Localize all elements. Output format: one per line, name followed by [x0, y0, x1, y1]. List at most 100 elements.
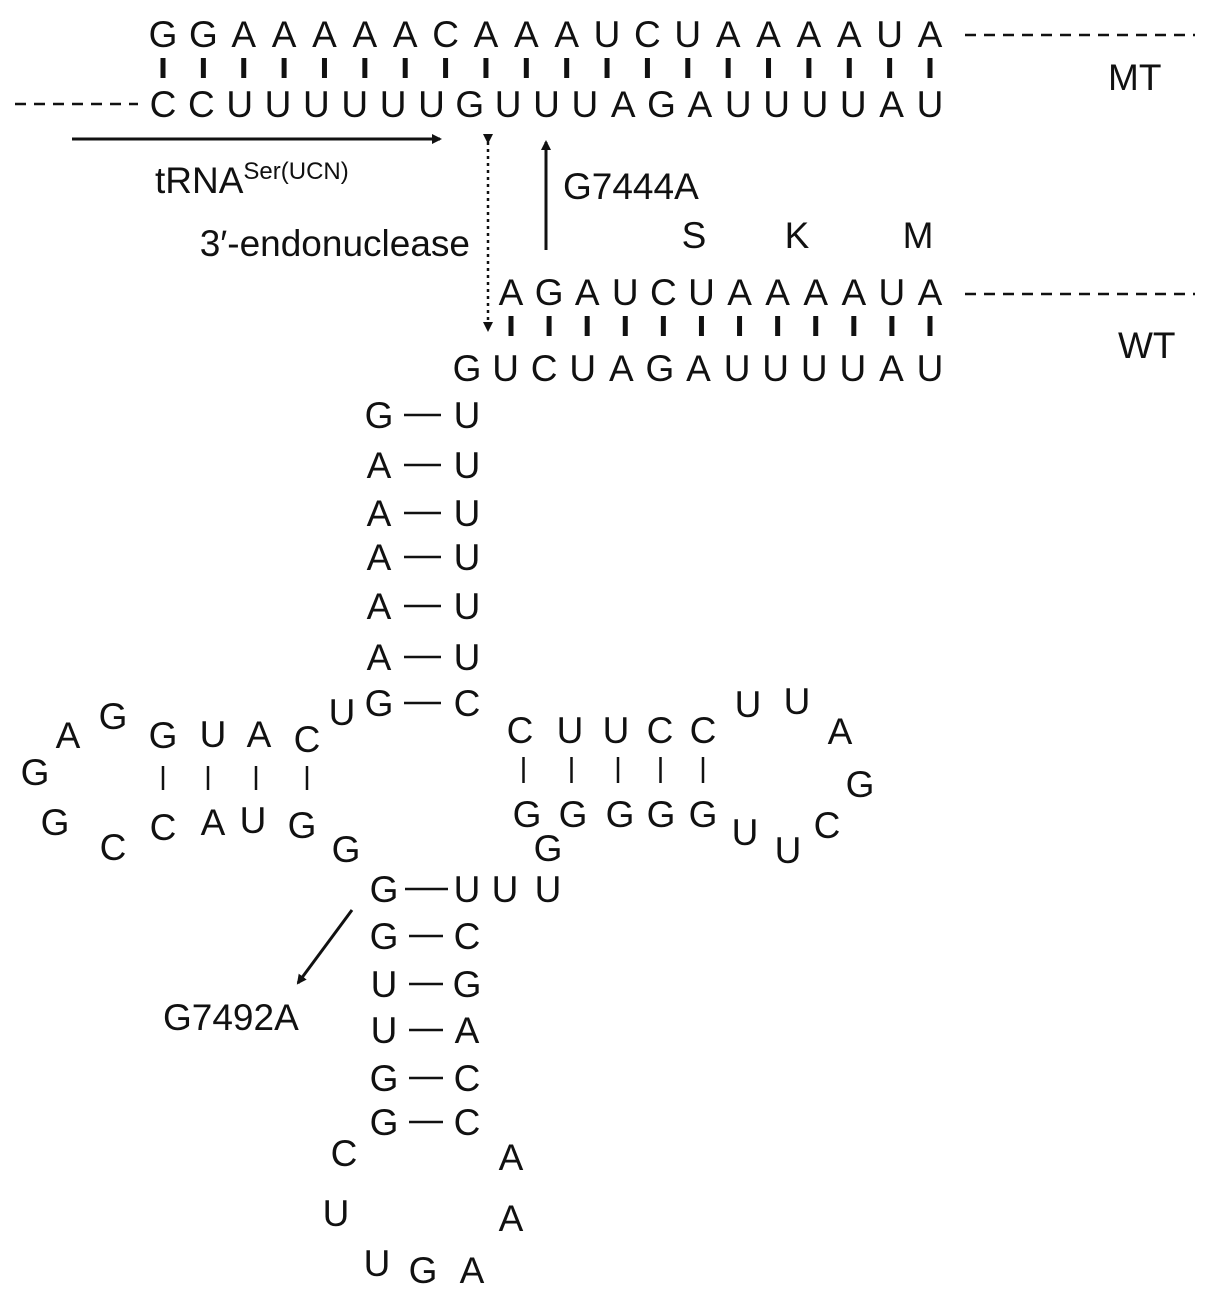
variable-loop-nucleotide: U: [492, 869, 519, 910]
anticodon-stem-right-nucleotide: C: [454, 1102, 481, 1143]
wt-top-nucleotide: U: [688, 272, 715, 313]
mt-bottom-nucleotide: U: [418, 84, 445, 125]
trna-label: tRNASer(UCN): [155, 158, 349, 201]
mt-bottom-nucleotide: U: [495, 84, 522, 125]
wt-top-nucleotide: A: [499, 272, 524, 313]
mt-top-nucleotide: A: [918, 14, 943, 55]
d-arm-bottom-nucleotide: G: [288, 805, 317, 846]
wt-top-nucleotide: U: [879, 272, 906, 313]
wt-bottom-nucleotide: G: [453, 348, 482, 389]
acceptor-stem-right-nucleotide: U: [454, 637, 481, 678]
mt-top-nucleotide: A: [756, 14, 781, 55]
acceptor-stem-left-nucleotide: G: [365, 683, 394, 724]
wt-bottom-nucleotide: A: [609, 348, 634, 389]
mt-bottom-nucleotide: U: [763, 84, 790, 125]
wt-label: WT: [1118, 325, 1176, 366]
anticodon-stem-left-nucleotide: G: [370, 1102, 399, 1143]
wt-top-nucleotide: A: [727, 272, 752, 313]
mt-bottom-nucleotide: U: [802, 84, 829, 125]
t-arm-top-nucleotide: U: [557, 710, 584, 751]
variable-loop-nucleotide: U: [535, 869, 562, 910]
acceptor-stem-right-nucleotide: C: [454, 683, 481, 724]
mt-top-nucleotide: A: [272, 14, 297, 55]
mt-top-nucleotide: A: [797, 14, 822, 55]
mt-top-nucleotide: A: [514, 14, 539, 55]
d-arm-top-nucleotide: U: [200, 714, 227, 755]
wt-bottom-nucleotide: C: [531, 348, 558, 389]
t-arm-top-nucleotide: C: [690, 710, 717, 751]
trna-label-sup: Ser(UCN): [243, 158, 348, 185]
d-loop-nucleotide: G: [41, 802, 70, 843]
t-loop-nucleotide: G: [846, 764, 875, 805]
anticodon-stem-right-nucleotide: C: [454, 916, 481, 957]
t-arm-top-nucleotide: C: [507, 710, 534, 751]
acceptor-stem-left-nucleotide: G: [365, 395, 394, 436]
mt-top-nucleotide: C: [634, 14, 661, 55]
d-arm-bottom-nucleotide: A: [201, 802, 226, 843]
mt-top-nucleotide: A: [231, 14, 256, 55]
t-loop-nucleotide: U: [735, 684, 762, 725]
mt-pair-bars: [160, 58, 933, 78]
wt-bottom-nucleotide: G: [646, 348, 675, 389]
mt-top-nucleotide: U: [594, 14, 621, 55]
mt-bottom-nucleotide: A: [688, 84, 713, 125]
wt-top-nucleotide: A: [803, 272, 828, 313]
wt-top-nucleotide: G: [535, 272, 564, 313]
mt-top-nucleotide: A: [352, 14, 377, 55]
wt-bottom-nucleotide: U: [569, 348, 596, 389]
acceptor-stem-left-nucleotide: A: [367, 637, 392, 678]
mt-bottom-nucleotide: U: [265, 84, 292, 125]
mt-bottom-nucleotide: G: [455, 84, 484, 125]
d-arm-connector-nucleotide: U: [329, 692, 356, 733]
acceptor-stem-right-nucleotide: U: [454, 586, 481, 627]
wt-bottom-nucleotide: U: [839, 348, 866, 389]
t-arm-top-nucleotide: U: [603, 710, 630, 751]
mt-top-nucleotide: A: [474, 14, 499, 55]
amino-acid-letter: K: [785, 215, 810, 256]
mt-top-nucleotide: U: [876, 14, 903, 55]
t-arm-bottom-nucleotide: G: [647, 794, 676, 835]
amino-acid-letter: M: [903, 215, 934, 256]
mt-top-nucleotide: A: [554, 14, 579, 55]
t-loop-nucleotide: A: [828, 711, 853, 752]
t-loop-nucleotide: U: [784, 681, 811, 722]
wt-bottom-nucleotide: U: [917, 348, 944, 389]
anticodon-stem-left-nucleotide: G: [370, 916, 399, 957]
wt-top-nucleotide: A: [765, 272, 790, 313]
anticodon-loop-nucleotide: A: [499, 1198, 524, 1239]
cloverleaf-base-pair-bonds: [161, 413, 705, 1124]
wt-bottom-nucleotide: A: [879, 348, 904, 389]
t-arm-junction-nucleotide: G: [534, 828, 563, 869]
acceptor-stem-left-nucleotide: A: [367, 493, 392, 534]
g7492a-arrow: [296, 909, 354, 985]
t-arm-bottom-nucleotide: G: [606, 794, 635, 835]
t-arm-bottom-nucleotide: G: [513, 794, 542, 835]
t-loop-nucleotide: C: [814, 805, 841, 846]
d-arm-bottom-nucleotide: C: [150, 807, 177, 848]
amino-acid-letter: S: [682, 215, 707, 256]
t-arm-bottom-nucleotide: G: [689, 794, 718, 835]
mt-bottom-nucleotide: U: [303, 84, 330, 125]
mt-bottom-nucleotide: A: [879, 84, 904, 125]
anticodon-stem-right-nucleotide: C: [454, 1058, 481, 1099]
mt-top-nucleotide: A: [393, 14, 418, 55]
d-loop-nucleotide: G: [21, 752, 50, 793]
wt-top-nucleotide: C: [650, 272, 677, 313]
anticodon-stem-right-nucleotide: U: [454, 869, 481, 910]
mutation-g7444a-label: G7444A: [563, 166, 699, 207]
mt-top-nucleotide: G: [149, 14, 178, 55]
acceptor-stem-right-nucleotide: U: [454, 395, 481, 436]
mt-bottom-nucleotide: G: [647, 84, 676, 125]
acceptor-stem-left-nucleotide: A: [367, 537, 392, 578]
t-loop-nucleotide: U: [732, 812, 759, 853]
anticodon-stem-left-nucleotide: U: [371, 1010, 398, 1051]
d-loop-nucleotide: G: [99, 696, 128, 737]
mt-bottom-nucleotide: U: [533, 84, 560, 125]
mt-bottom-nucleotide: U: [840, 84, 867, 125]
wt-top-nucleotide: A: [918, 272, 943, 313]
mt-bottom-nucleotide: U: [226, 84, 253, 125]
wt-top-nucleotide: A: [841, 272, 866, 313]
